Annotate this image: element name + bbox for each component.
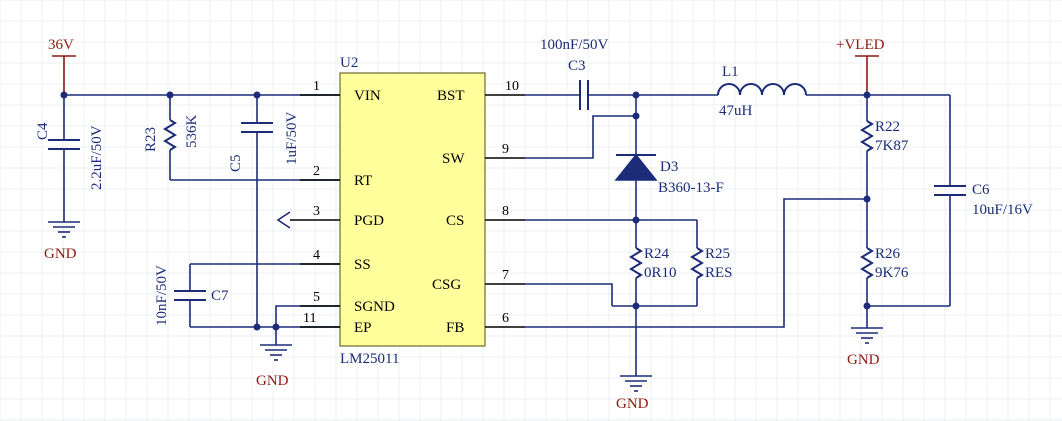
ic-lm25011: U2 LM25011 1 VIN 2 RT 3 PGD 4 SS 5 SGND bbox=[290, 55, 525, 367]
pin-ss-number: 4 bbox=[313, 248, 320, 263]
pin-bst: 10 BST bbox=[437, 79, 525, 104]
gnd-symbol-ic: GND bbox=[256, 344, 292, 389]
sw-net-wire bbox=[525, 115, 636, 159]
vin-power-label: 36V bbox=[48, 37, 74, 53]
l1-value: 47uH bbox=[719, 103, 753, 119]
gnd-symbol-sense: GND bbox=[616, 375, 652, 412]
pin-ss-name: SS bbox=[354, 257, 371, 273]
r25-ref: R25 bbox=[705, 246, 730, 262]
c3-value: 100nF/50V bbox=[540, 37, 609, 53]
capacitor-c7: C7 10nF/50V bbox=[154, 263, 340, 327]
csg-net-wire bbox=[525, 283, 613, 306]
ic-designator: U2 bbox=[340, 55, 358, 71]
pin-ep: 11 EP bbox=[300, 311, 372, 336]
pin-fb-number: 6 bbox=[502, 311, 509, 326]
pin-fb: 6 FB bbox=[446, 311, 525, 336]
pin-vin: 1 VIN bbox=[300, 79, 381, 104]
vled-power-port: +VLED bbox=[836, 37, 885, 95]
pin-csg-number: 7 bbox=[502, 268, 509, 283]
pin-csg: 7 CSG bbox=[432, 268, 525, 293]
pin-cs-number: 8 bbox=[502, 204, 509, 219]
resistor-r24: R24 0R10 bbox=[629, 220, 677, 376]
inductor-l1: L1 47uH bbox=[717, 64, 807, 119]
gnd-symbol-output: GND bbox=[847, 327, 883, 368]
pin-vin-name: VIN bbox=[354, 88, 381, 104]
pin-rt-number: 2 bbox=[313, 164, 320, 179]
c5-ref: C5 bbox=[228, 154, 244, 172]
r22-ref: R22 bbox=[875, 119, 900, 135]
c4-ref: C4 bbox=[35, 122, 51, 140]
r24-value: 0R10 bbox=[644, 265, 677, 281]
pin-pgd-name: PGD bbox=[354, 213, 384, 229]
ic-body bbox=[339, 72, 486, 347]
capacitor-c4: C4 2.2uF/50V bbox=[35, 95, 105, 222]
r26-ref: R26 bbox=[875, 246, 901, 262]
r22-value: 7K87 bbox=[875, 138, 909, 154]
pin-sgnd: 5 SGND bbox=[300, 290, 395, 315]
pgd-no-connect-mark bbox=[276, 211, 291, 229]
pin-sgnd-number: 5 bbox=[313, 290, 320, 305]
c6-value: 10uF/16V bbox=[972, 202, 1033, 218]
pin-bst-name: BST bbox=[437, 88, 465, 104]
r23-ref: R23 bbox=[143, 127, 159, 152]
pin-fb-name: FB bbox=[446, 320, 464, 336]
pin-rt: 2 RT bbox=[300, 164, 372, 189]
r25-value: RES bbox=[705, 265, 733, 281]
vin-power-port: 36V bbox=[48, 37, 76, 95]
pin-sw: 9 SW bbox=[442, 142, 525, 167]
pin-vin-number: 1 bbox=[313, 79, 320, 94]
resistor-r26: R26 9K76 bbox=[860, 246, 909, 328]
c7-value: 10nF/50V bbox=[154, 265, 170, 326]
pin-sw-name: SW bbox=[442, 151, 465, 167]
r24-ref: R24 bbox=[644, 246, 670, 262]
capacitor-c3: C3 100nF/50V bbox=[540, 37, 609, 110]
pin-rt-name: RT bbox=[354, 173, 372, 189]
pin-sw-number: 9 bbox=[502, 142, 509, 157]
fb-net-wire bbox=[525, 198, 867, 328]
c4-value: 2.2uF/50V bbox=[89, 125, 105, 190]
c7-ref: C7 bbox=[211, 288, 229, 304]
gnd-label-output: GND bbox=[847, 352, 880, 368]
pin-ep-number: 11 bbox=[303, 311, 316, 326]
pin-bst-number: 10 bbox=[505, 79, 519, 94]
ic-part-name: LM25011 bbox=[340, 351, 399, 367]
pin-cs-name: CS bbox=[446, 213, 464, 229]
r26-value: 9K76 bbox=[875, 265, 909, 281]
gnd-label-c4: GND bbox=[44, 246, 77, 262]
resistor-r22: R22 7K87 bbox=[860, 95, 909, 248]
pin-csg-name: CSG bbox=[432, 277, 461, 293]
d3-value: B360-13-F bbox=[658, 180, 724, 196]
vled-power-label: +VLED bbox=[836, 37, 885, 53]
l1-ref: L1 bbox=[722, 64, 739, 80]
junction-dots bbox=[60, 91, 871, 331]
resistor-r25: R25 RES bbox=[612, 220, 733, 307]
capacitor-c5: C5 1uF/50V bbox=[228, 95, 300, 327]
gnd-label-ic: GND bbox=[256, 373, 289, 389]
d3-ref: D3 bbox=[660, 159, 678, 175]
r23-value: 536K bbox=[184, 115, 200, 149]
pin-ss: 4 SS bbox=[300, 248, 371, 273]
c5-value: 1uF/50V bbox=[284, 111, 300, 165]
capacitor-c6: C6 10uF/16V bbox=[867, 95, 1033, 307]
gnd-label-sense: GND bbox=[616, 396, 649, 412]
pin-pgd-number: 3 bbox=[313, 204, 320, 219]
c6-ref: C6 bbox=[972, 182, 990, 198]
diode-d3: D3 B360-13-F bbox=[614, 153, 724, 196]
pin-sgnd-name: SGND bbox=[354, 299, 395, 315]
gnd-symbol-c4: GND bbox=[44, 221, 80, 262]
pin-pgd: 3 PGD bbox=[290, 204, 384, 229]
c3-ref: C3 bbox=[568, 58, 586, 74]
pin-cs: 8 CS bbox=[446, 204, 525, 229]
pin-ep-name: EP bbox=[354, 320, 372, 336]
